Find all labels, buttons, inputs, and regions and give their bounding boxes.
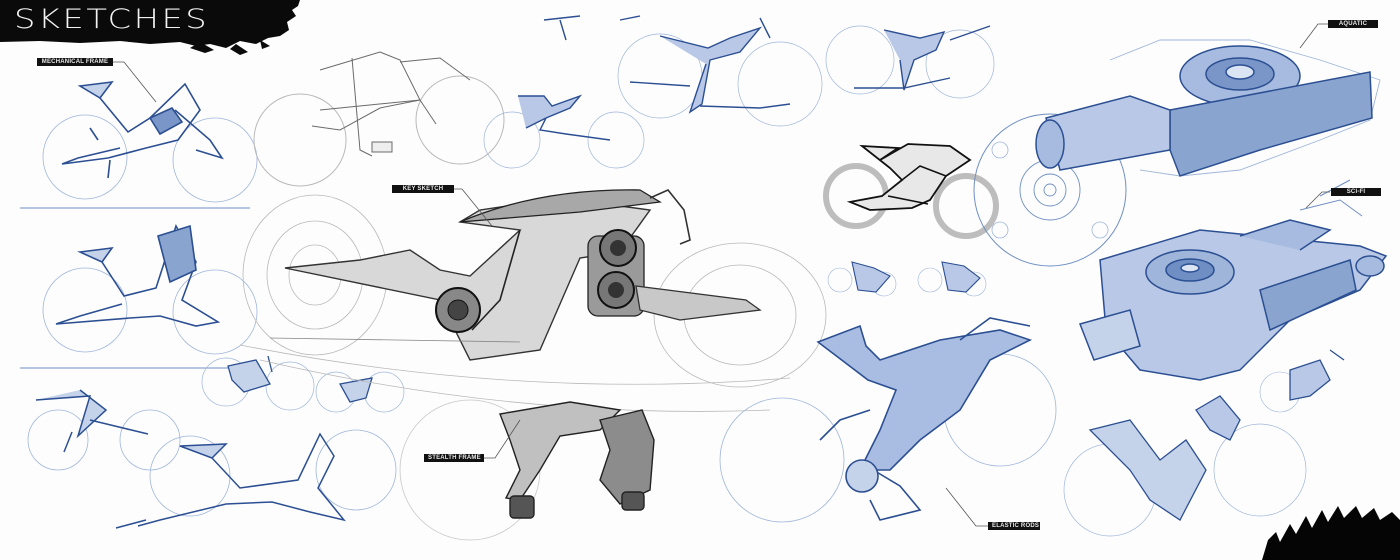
sci-fi-vehicle (1079, 179, 1388, 381)
blue-y-bikes-top (483, 15, 995, 169)
sprawled-frame-bike (115, 429, 397, 529)
angular-frame-bike (20, 224, 258, 369)
black-faceted-bike (823, 143, 999, 239)
title-brush-stroke (0, 0, 300, 55)
tiny-blue-bikes (827, 261, 987, 297)
saw-brush-stroke (1262, 506, 1400, 560)
outline-bike-top (253, 51, 505, 187)
callout-sci-fi: SCI-FI (1331, 188, 1381, 196)
bottom-right-bikes (1063, 349, 1345, 537)
callout-mechanical-frame: MECHANICAL FRAME (37, 58, 113, 66)
stealth-frame-bike (399, 399, 655, 541)
callout-key-sketch: KEY SKETCH (392, 185, 454, 193)
aquatic-vehicle (973, 39, 1381, 267)
callout-leader-lines (112, 23, 1330, 527)
mechanical-frame-bike (20, 80, 258, 209)
callout-stealth-frame: STEALTH FRAME (424, 454, 484, 462)
small-triangle-bike (27, 389, 181, 471)
elastic-rods-bike (719, 317, 1057, 523)
key-sketch-bike (239, 189, 827, 412)
callout-elastic-rods: ELASTIC RODS (988, 522, 1040, 530)
small-blue-bikes-mid (201, 355, 405, 413)
callout-aquatic: AQUATIC (1328, 20, 1378, 28)
sheet-title: SKETCHES (14, 4, 210, 35)
